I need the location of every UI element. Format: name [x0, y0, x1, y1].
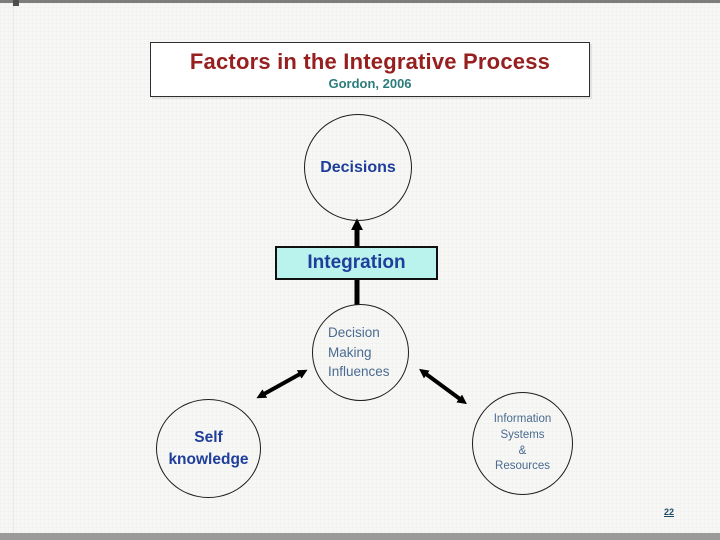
node-self-knowledge-label: Self knowledge	[168, 427, 248, 470]
node-integration-label: Integration	[307, 252, 406, 273]
double-arrow-influences-information-systems	[419, 368, 467, 405]
double-arrow-influences-self-knowledge	[256, 369, 308, 399]
dmi-line-2: Making	[328, 344, 372, 360]
dmi-line-3: Influences	[328, 364, 390, 380]
slide-subtitle: Gordon, 2006	[328, 75, 412, 91]
node-information-systems-resources: Information Systems & Resources	[472, 392, 573, 495]
node-integration: Integration	[275, 246, 438, 280]
slide-title: Factors in the Integrative Process	[189, 48, 551, 74]
title-box: Factors in the Integrative Process Gordo…	[150, 42, 590, 97]
frame-notch	[13, 0, 19, 6]
self-line-1: Self	[194, 428, 223, 446]
self-line-2: knowledge	[168, 450, 249, 468]
info-line-4: Resources	[495, 460, 550, 473]
node-decisions: Decisions	[304, 114, 412, 221]
info-line-1: Information	[493, 413, 552, 426]
frame-top-strip	[0, 0, 720, 3]
info-line-3: &	[518, 444, 527, 457]
node-decision-making-influences-label: Decision Making Influences	[328, 323, 390, 382]
node-information-systems-resources-label: Information Systems & Resources	[494, 412, 552, 474]
page-number: 22	[664, 507, 675, 517]
node-decisions-label: Decisions	[320, 158, 396, 176]
dmi-line-1: Decision	[328, 325, 380, 341]
info-line-2: Systems	[500, 428, 545, 441]
node-self-knowledge: Self knowledge	[156, 399, 261, 498]
frame-bottom-strip	[0, 533, 720, 540]
frame-left-line	[13, 3, 14, 533]
node-decision-making-influences: Decision Making Influences	[312, 304, 409, 401]
